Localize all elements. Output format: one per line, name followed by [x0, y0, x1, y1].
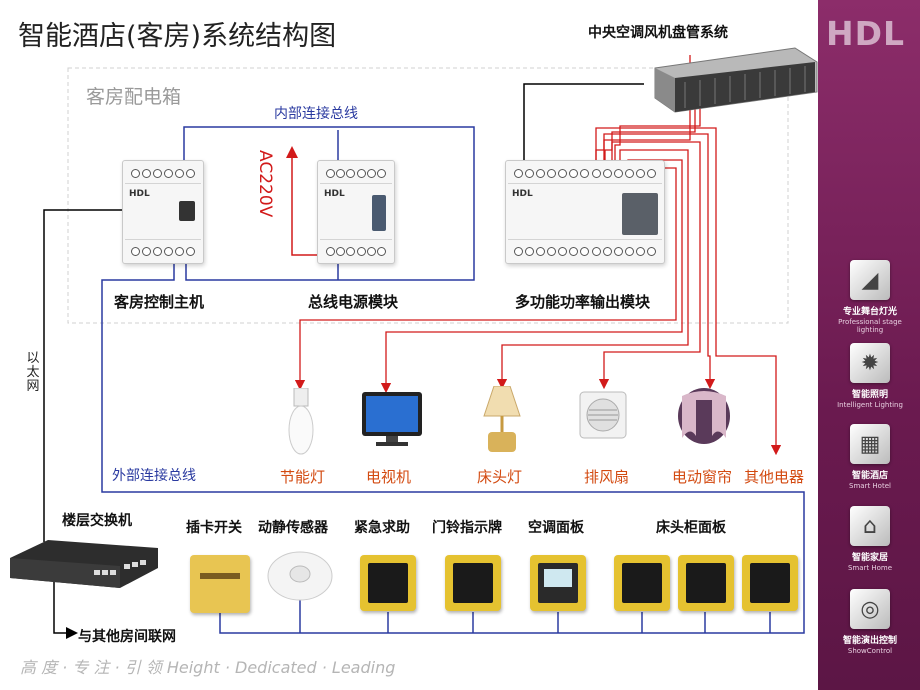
- sidebar-item-sublabel: Smart Home: [847, 564, 893, 572]
- sidebar-item-label: 智能家居: [851, 553, 888, 563]
- sidebar-item-lighting[interactable]: ✹ 智能照明 Intelligent Lighting: [824, 343, 916, 409]
- device-label-doorbell: 门铃指示牌: [432, 520, 502, 536]
- device-label-bedside-panel: 床头柜面板: [656, 520, 726, 536]
- sidebar-item-sublabel: ShowControl: [847, 647, 893, 655]
- sidebar-item-show[interactable]: ◎ 智能演出控制 ShowControl: [824, 589, 916, 655]
- distribution-box-frame: [67, 67, 789, 324]
- room-control-host: HDL: [122, 160, 204, 264]
- sidebar-item-label: 智能酒店: [851, 471, 888, 481]
- sidebar-item-label: 智能演出控制: [842, 636, 897, 646]
- inner-bus-line: [183, 126, 475, 281]
- device-label-motion-sensor: 动静传感器: [258, 520, 328, 536]
- bulb-icon: ✹: [850, 343, 890, 383]
- module-label-host: 客房控制主机: [114, 293, 205, 311]
- load-label-other: 其他电器: [744, 468, 805, 486]
- rj45-port: [179, 201, 195, 221]
- sidebar-item-label: 专业舞台灯光: [842, 307, 897, 317]
- switch-label: 楼层交换机: [62, 513, 132, 529]
- bedside-panel-3: [742, 555, 798, 611]
- curtain-image: [678, 388, 730, 444]
- network-switch-image: [10, 540, 158, 588]
- indicator-panel: [622, 193, 658, 235]
- sidebar-item-stage-lighting[interactable]: ◢ 专业舞台灯光 Professional stage lighting: [824, 260, 916, 334]
- sidebar-item-label: 智能照明: [851, 390, 888, 400]
- ac-control-panel: [530, 555, 586, 611]
- show-icon: ◎: [850, 589, 890, 629]
- load-label-curtain: 电动窗帘: [672, 468, 733, 486]
- bedside-lamp-image: [483, 386, 521, 452]
- sidebar-item-sublabel: Intelligent Lighting: [837, 401, 903, 409]
- switch-note: 与其他房间联网: [78, 629, 176, 645]
- energy-saving-bulb-image: [288, 388, 314, 455]
- indicator-panel: [372, 195, 386, 231]
- card-slot: [200, 573, 240, 579]
- outer-bus-label: 外部连接总线: [112, 468, 196, 484]
- stage-light-icon: ◢: [850, 260, 890, 300]
- module-brand: HDL: [324, 189, 345, 199]
- module-brand: HDL: [512, 189, 533, 199]
- motion-sensor-image: [267, 551, 333, 601]
- load-label-fan: 排风扇: [584, 468, 630, 486]
- inner-bus-label: 内部连接总线: [274, 106, 358, 122]
- device-label-card-switch: 插卡开关: [186, 520, 242, 536]
- hvac-label: 中央空调风机盘管系统: [588, 25, 728, 41]
- hdl-logo: HDL: [826, 14, 906, 53]
- device-label-emergency: 紧急求助: [354, 520, 410, 536]
- hotel-icon: ▦: [850, 424, 890, 464]
- module-label-output: 多功能功率输出模块: [515, 293, 651, 311]
- module-label-power: 总线电源模块: [308, 293, 399, 311]
- tv-image: [362, 392, 422, 446]
- power-label: AC220V: [255, 150, 275, 218]
- device-label-ac-panel: 空调面板: [528, 520, 584, 536]
- sidebar-item-home[interactable]: ⌂ 智能家居 Smart Home: [824, 506, 916, 572]
- sidebar-item-sublabel: Professional stage lighting: [838, 318, 902, 334]
- ethernet-label: 以太网: [26, 351, 40, 394]
- load-label-lamp: 床头灯: [477, 468, 523, 486]
- hvac-unit-image: [654, 47, 818, 113]
- slogan: 高 度 · 专 注 · 引 领 Height · Dedicated · Lea…: [20, 658, 396, 677]
- bedside-panel-2: [678, 555, 734, 611]
- card-switch-device: [190, 555, 250, 613]
- sidebar-item-hotel[interactable]: ▦ 智能酒店 Smart Hotel: [824, 424, 916, 490]
- home-icon: ⌂: [850, 506, 890, 546]
- distribution-box-label: 客房配电箱: [86, 86, 182, 108]
- sidebar-item-sublabel: Smart Hotel: [849, 482, 891, 490]
- load-label-bulb: 节能灯: [280, 468, 326, 486]
- bus-power-module: HDL: [317, 160, 395, 264]
- outer-bus-line: [101, 262, 805, 634]
- power-output-module: HDL: [505, 160, 665, 264]
- emergency-panel: [360, 555, 416, 611]
- page-title: 智能酒店(客房)系统结构图: [18, 21, 337, 52]
- doorbell-panel: [445, 555, 501, 611]
- bedside-panel-1: [614, 555, 670, 611]
- module-brand: HDL: [129, 189, 150, 199]
- exhaust-fan-image: [579, 391, 627, 439]
- load-label-tv: 电视机: [366, 468, 412, 486]
